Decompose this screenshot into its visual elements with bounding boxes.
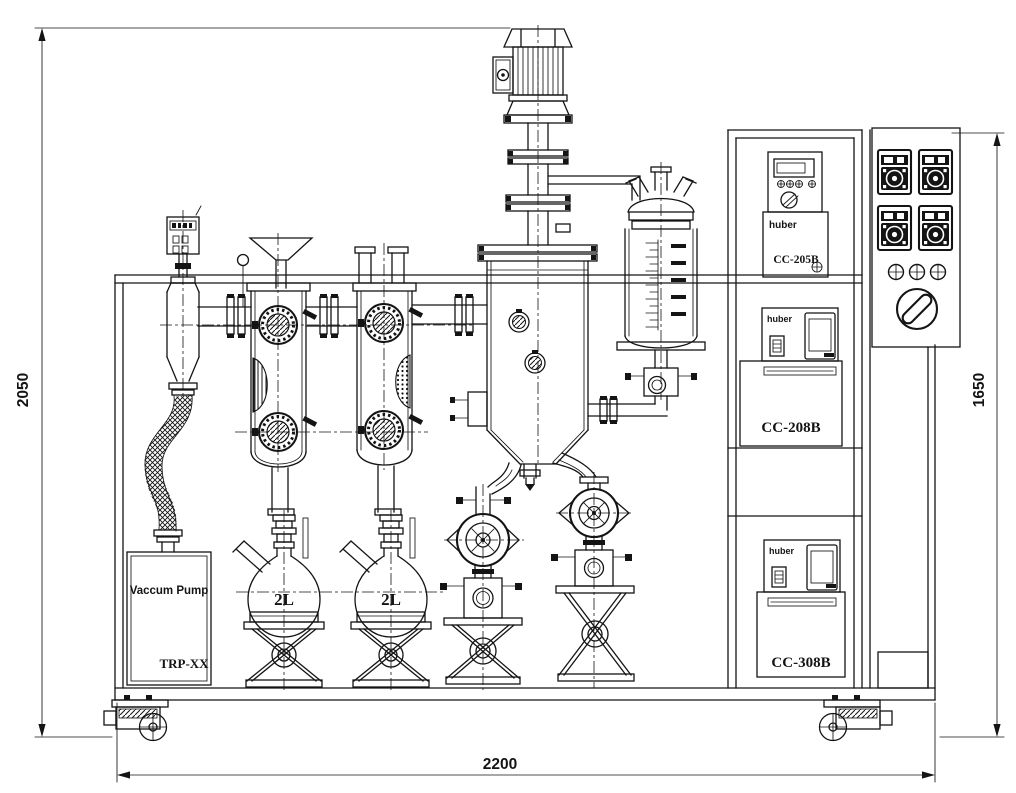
wiped-film-evaporator [450, 244, 598, 491]
dim-bottom-label: 2200 [483, 756, 517, 773]
vacuum-gauge-controller [166, 205, 202, 278]
dimension-left: 2050 [15, 27, 511, 738]
vent-ball-icon [236, 253, 250, 267]
residue-discharge-pipe [487, 462, 522, 495]
caster-wheel-icon [138, 712, 168, 742]
receiving-flask-1: 2L [232, 514, 325, 688]
vacuum-pipe-2 [305, 294, 358, 338]
drain-valve [625, 367, 697, 397]
lab-jack [443, 617, 523, 685]
wiper-window [252, 357, 268, 413]
temp-controller-2 [917, 148, 954, 196]
vacuum-pipe-1 [197, 294, 252, 338]
chiller-top-model: CC-205B [773, 254, 819, 266]
rotary-knob-icon [780, 191, 798, 209]
temp-controller-1 [876, 148, 913, 196]
vacuum-pump-label: Vaccum Pump [130, 585, 209, 597]
pump-head-icon [455, 512, 511, 568]
dim-right-label: 1650 [971, 373, 988, 407]
chiller-bottom-unit: huber CC-308B [756, 539, 846, 678]
vacuum-pump: Vaccum Pump TRP-XX [126, 551, 212, 686]
lab-jack [555, 585, 635, 682]
motor-junction-box [492, 56, 514, 94]
chiller-bottom-model: CC-308B [771, 655, 830, 671]
huber-brand-bottom: huber [769, 546, 794, 556]
flex-hose [144, 395, 192, 531]
caster-wheel-icon [818, 712, 848, 742]
condenser-2 [352, 246, 424, 516]
graduation-scale [645, 239, 659, 331]
temp-controller-4 [917, 204, 954, 252]
condenser-1 [236, 237, 318, 516]
lab-jack [243, 621, 325, 688]
main-switch-knob [895, 287, 939, 331]
machine-frame [114, 274, 936, 701]
temp-controller-3 [876, 204, 913, 252]
huber-brand-middle: huber [767, 314, 792, 324]
sight-glass-icon [508, 309, 530, 333]
gear-pump-1 [440, 486, 523, 685]
vapor-pipe-to-evaporator [411, 294, 488, 336]
feed-vessel [587, 166, 706, 424]
pump-head-icon [568, 487, 620, 539]
lab-jack [350, 621, 432, 688]
control-panel [871, 127, 961, 348]
dimension-bottom: 2200 [116, 702, 936, 783]
caster-left [103, 695, 169, 742]
gear-pump-2 [551, 476, 635, 682]
panel-buttons [887, 263, 947, 281]
flask-2-capacity: 2L [381, 590, 401, 609]
dim-left-label: 2050 [15, 373, 32, 407]
sight-port-icon [358, 302, 424, 344]
dimension-right: 1650 [939, 132, 1005, 738]
sight-port-icon [252, 411, 318, 453]
huber-brand-top: huber [769, 220, 797, 231]
wiper-window [395, 354, 411, 409]
vacuum-pump-model: TRP-XX [159, 656, 209, 671]
drive-motor [492, 28, 641, 246]
feed-pipe [587, 403, 668, 417]
sight-port-icon [252, 304, 318, 346]
sight-glass-icon [524, 350, 546, 374]
receiving-flask-2: 2L [339, 514, 432, 688]
chiller-top-unit: huber CC-205B [762, 151, 829, 278]
sight-port-icon [358, 409, 424, 451]
vent-pipe [547, 175, 641, 201]
flask-1-capacity: 2L [274, 590, 294, 609]
distillate-discharge-pipe [552, 452, 597, 478]
caster-right [818, 695, 893, 742]
chiller-middle-unit: huber CC-208B [739, 307, 843, 447]
cold-trap [144, 276, 200, 553]
chiller-middle-model: CC-208B [761, 420, 820, 436]
chiller-cabinet [727, 129, 871, 689]
feed-funnel [248, 237, 314, 289]
